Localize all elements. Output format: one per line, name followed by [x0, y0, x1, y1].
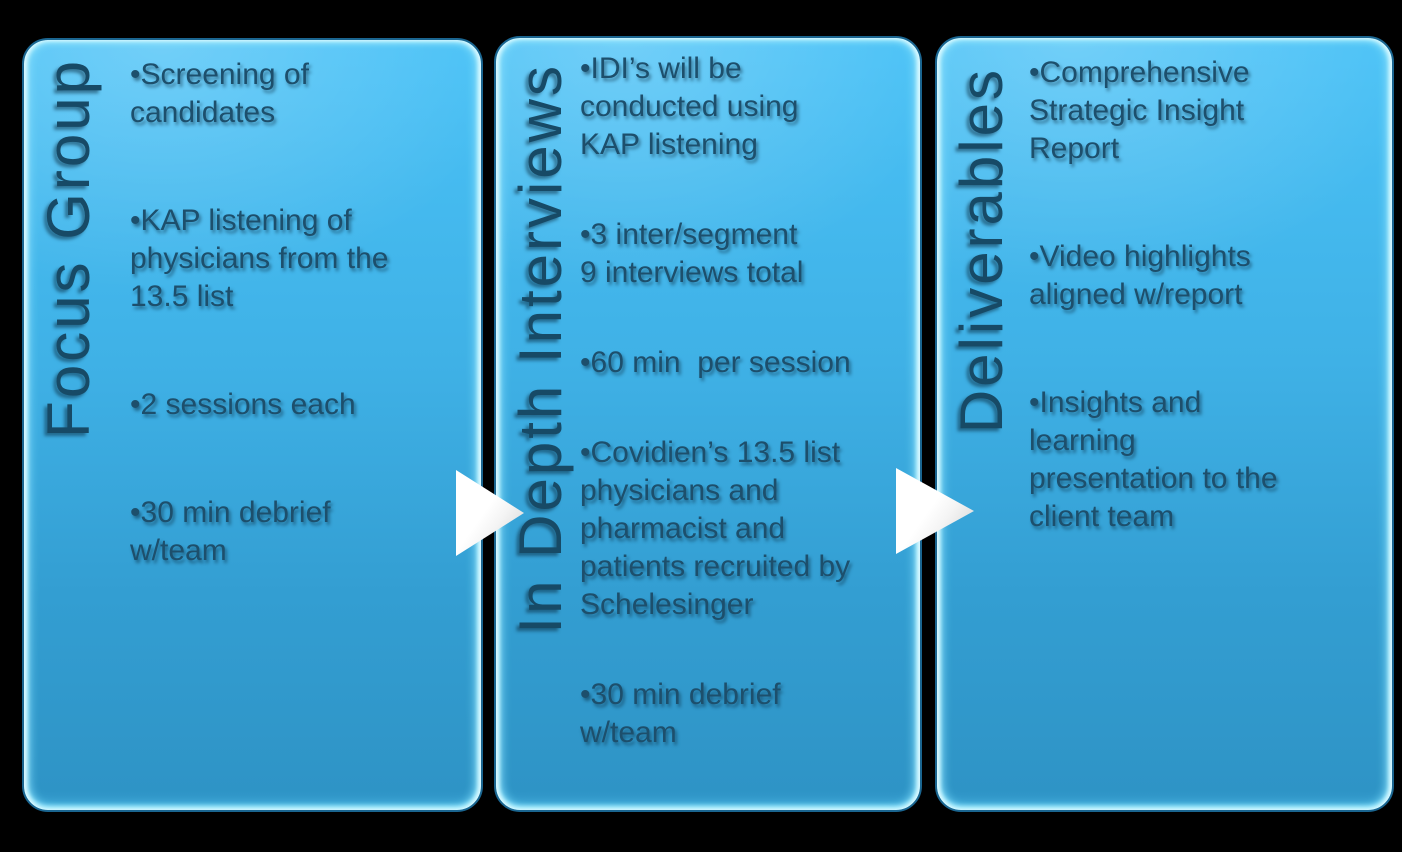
bullet-list: •IDI’s will be conducted using KAP liste…: [580, 38, 906, 752]
panel-title: Deliverables: [948, 67, 1015, 434]
bullet-item: •3 inter/segment 9 interviews total: [580, 218, 804, 289]
panel-title: Focus Group: [35, 58, 102, 438]
panel-title: In Depth Interviews: [507, 63, 574, 634]
panel-in-depth-interviews: In Depth Interviews•IDI’s will be conduc…: [494, 36, 922, 812]
bullet-item: •30 min debrief w/team: [580, 678, 781, 749]
bullet-item: •60 min per session: [580, 346, 851, 379]
bullet-item: •Covidien’s 13.5 list physicians and pha…: [580, 436, 851, 621]
bullet-list: •Screening of candidates •KAP listening o…: [130, 40, 467, 570]
bullet-list: •Comprehensive Strategic Insight Report •…: [1029, 38, 1378, 536]
bullet-item: •Screening of candidates: [130, 58, 309, 129]
bullet-item: •Video highlights aligned w/report: [1029, 240, 1251, 311]
panel-focus-group: Focus Group •Screening of candidates •KAP …: [22, 38, 483, 812]
bullet-item: •Insights and learning presentation to t…: [1029, 386, 1278, 533]
bullet-item: •IDI’s will be conducted using KAP liste…: [580, 52, 799, 161]
bullet-item: •30 min debrief w/team: [130, 496, 331, 567]
bullet-item: •Comprehensive Strategic Insight Report: [1029, 56, 1250, 165]
bullet-item: •KAP listening of physicians from the 13…: [130, 204, 389, 313]
panel-deliverables: Deliverables•Comprehensive Strategic Ins…: [935, 36, 1394, 812]
bullet-item: •2 sessions each: [130, 388, 356, 421]
